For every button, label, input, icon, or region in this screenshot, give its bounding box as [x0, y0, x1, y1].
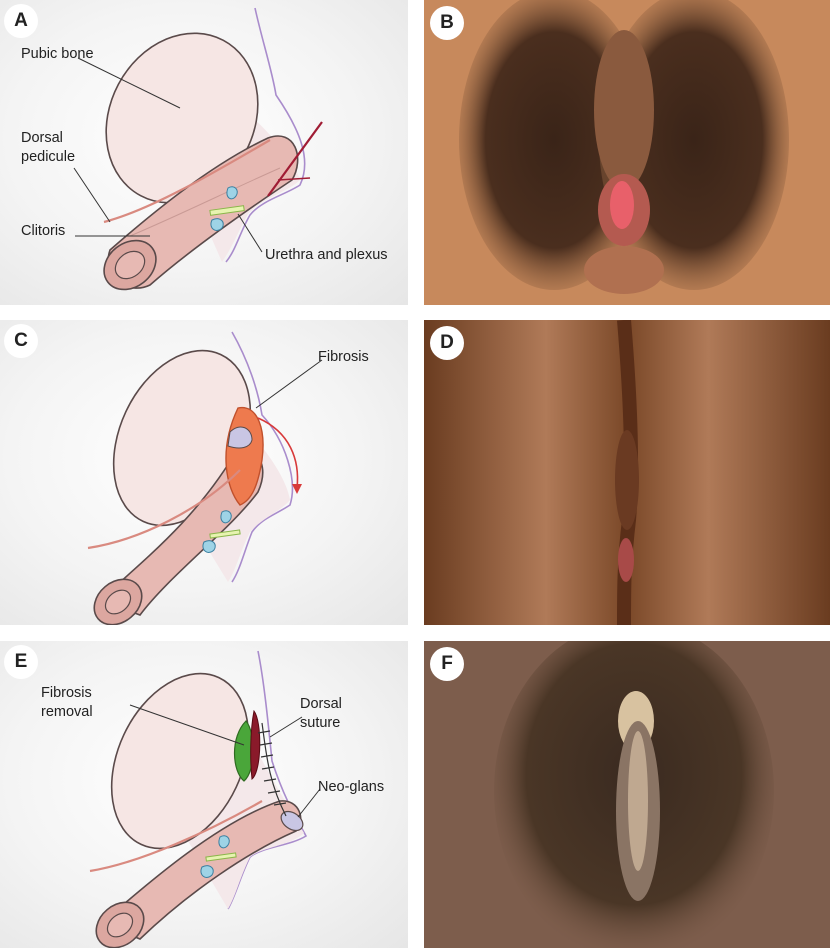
photo-d-image: [424, 320, 830, 625]
leader-urethra: [237, 213, 263, 253]
panel-b-photo: B: [424, 0, 830, 305]
leader-pubic: [77, 57, 181, 109]
panel-c-illustration: [87, 331, 323, 625]
label-urethra-plexus: Urethra and plexus: [265, 247, 388, 263]
label-neo-glans: Neo-glans: [318, 779, 385, 795]
panel-e-illustration: [89, 650, 321, 948]
panel-a: A Pubic bone Dorsal pedicule Clitoris Ur…: [0, 0, 408, 305]
incision-line: [267, 121, 323, 197]
label-fibrosis-removal-2: removal: [41, 704, 93, 720]
dorsal-pedicule-vessel: [103, 139, 271, 224]
plexus-blue-1: [226, 186, 238, 200]
panel-d-photo: D: [424, 320, 830, 625]
label-clitoris: Clitoris: [21, 223, 66, 239]
panel-d-letter: D: [430, 326, 464, 360]
label-dorsal: Dorsal: [21, 130, 63, 146]
panel-a-letter: A: [4, 4, 38, 38]
label-dorsal-suture-2: suture: [300, 715, 341, 731]
panel-a-illustration: [73, 7, 323, 291]
leader-fibrosis-removal: [129, 704, 245, 746]
panel-e: E Fibrosis removal Dorsal suture Neo-gla: [0, 641, 408, 948]
panel-f-photo: F: [424, 641, 830, 948]
photo-b-image: [424, 0, 830, 305]
dorsal-suture-line: [261, 722, 287, 817]
neo-glans-shape: [280, 810, 304, 832]
panel-c-letter: C: [4, 324, 38, 358]
panel-e-letter: E: [4, 645, 38, 679]
fibrosis-purple-core: [227, 426, 253, 449]
leader-fibrosis: [255, 359, 323, 409]
label-dorsal-suture-1: Dorsal: [300, 696, 342, 712]
leader-dorsal-suture: [269, 716, 303, 738]
photo-f-image: [424, 641, 830, 948]
urethra-bands: [209, 205, 245, 216]
panel-f-letter: F: [430, 647, 464, 681]
label-fibrosis-removal-1: Fibrosis: [41, 685, 92, 701]
rotation-arrow: [257, 417, 299, 489]
label-pedicule: pedicule: [21, 149, 76, 165]
clitoris-body: [107, 135, 299, 289]
panel-c: C Fibrosis: [0, 320, 408, 625]
suture-ticks: [257, 730, 287, 806]
plexus-blue-2: [210, 218, 224, 231]
fibrosis-removal-maroon: [250, 709, 261, 780]
label-fibrosis: Fibrosis: [318, 349, 369, 365]
panel-b-letter: B: [430, 6, 464, 40]
label-pubic-bone: Pubic bone: [21, 46, 94, 62]
leader-neo-glans: [297, 788, 321, 818]
leader-dorsal: [73, 167, 111, 223]
